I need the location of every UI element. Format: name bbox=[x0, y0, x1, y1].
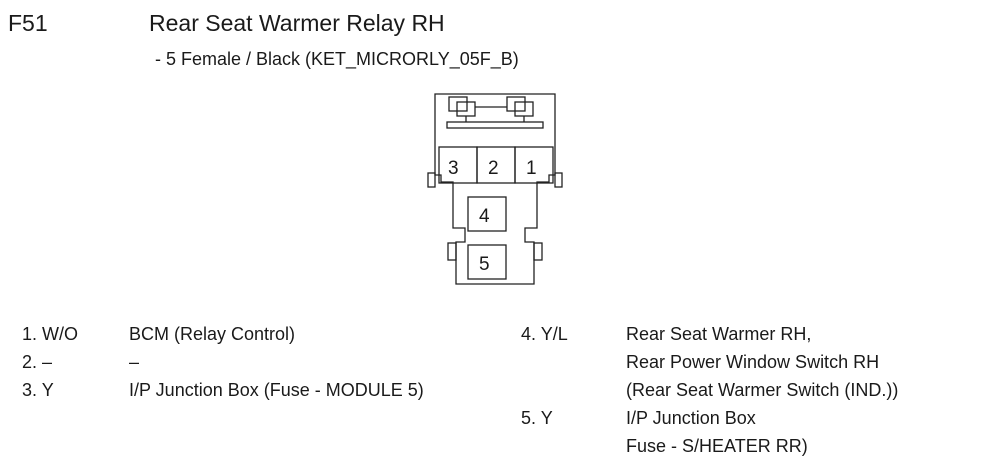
pin-number-1: 1 bbox=[526, 158, 537, 179]
pin-2-description: – bbox=[129, 352, 140, 372]
connector-title: Rear Seat Warmer Relay RH bbox=[149, 10, 445, 36]
connector-subtitle: - 5 Female / Black (KET_MICRORLY_05F_B) bbox=[155, 49, 519, 69]
pin-4-description-line-3: (Rear Seat Warmer Switch (IND.)) bbox=[626, 380, 899, 400]
pin-number-5: 5 bbox=[479, 254, 490, 275]
pin-1-description: BCM (Relay Control) bbox=[129, 324, 296, 344]
pin-number-3: 3 bbox=[448, 158, 459, 179]
pin-3-number: 3. Y bbox=[22, 380, 54, 400]
cavity-1 bbox=[514, 146, 554, 184]
connector-code: F51 bbox=[8, 10, 48, 36]
connector-housing bbox=[434, 93, 556, 285]
pin-number-4: 4 bbox=[479, 206, 490, 227]
terminal-key-symbol bbox=[446, 96, 544, 129]
bottom-left-latch bbox=[447, 242, 457, 261]
pin-5-number: 5. Y bbox=[521, 408, 553, 428]
left-latch bbox=[427, 172, 436, 188]
pin-4-description-line-2: Rear Power Window Switch RH bbox=[626, 352, 880, 372]
pin-number-2: 2 bbox=[488, 158, 499, 179]
pin-5-description-line-1: I/P Junction Box bbox=[626, 408, 756, 428]
pin-2-number: 2. – bbox=[22, 352, 53, 372]
cavity-5 bbox=[467, 244, 507, 280]
bottom-right-latch bbox=[533, 242, 543, 261]
pin-4-description-line-1: Rear Seat Warmer RH, bbox=[626, 324, 812, 344]
pin-1-number: 1. W/O bbox=[22, 324, 79, 344]
cavity-4 bbox=[467, 196, 507, 232]
pin-4-number: 4. Y/L bbox=[521, 324, 568, 344]
right-latch bbox=[554, 172, 563, 188]
connector-face-diagram bbox=[427, 93, 563, 285]
pin-5-description-line-2: Fuse - S/HEATER RR) bbox=[626, 436, 808, 456]
pin-3-description: I/P Junction Box (Fuse - MODULE 5) bbox=[129, 380, 424, 400]
